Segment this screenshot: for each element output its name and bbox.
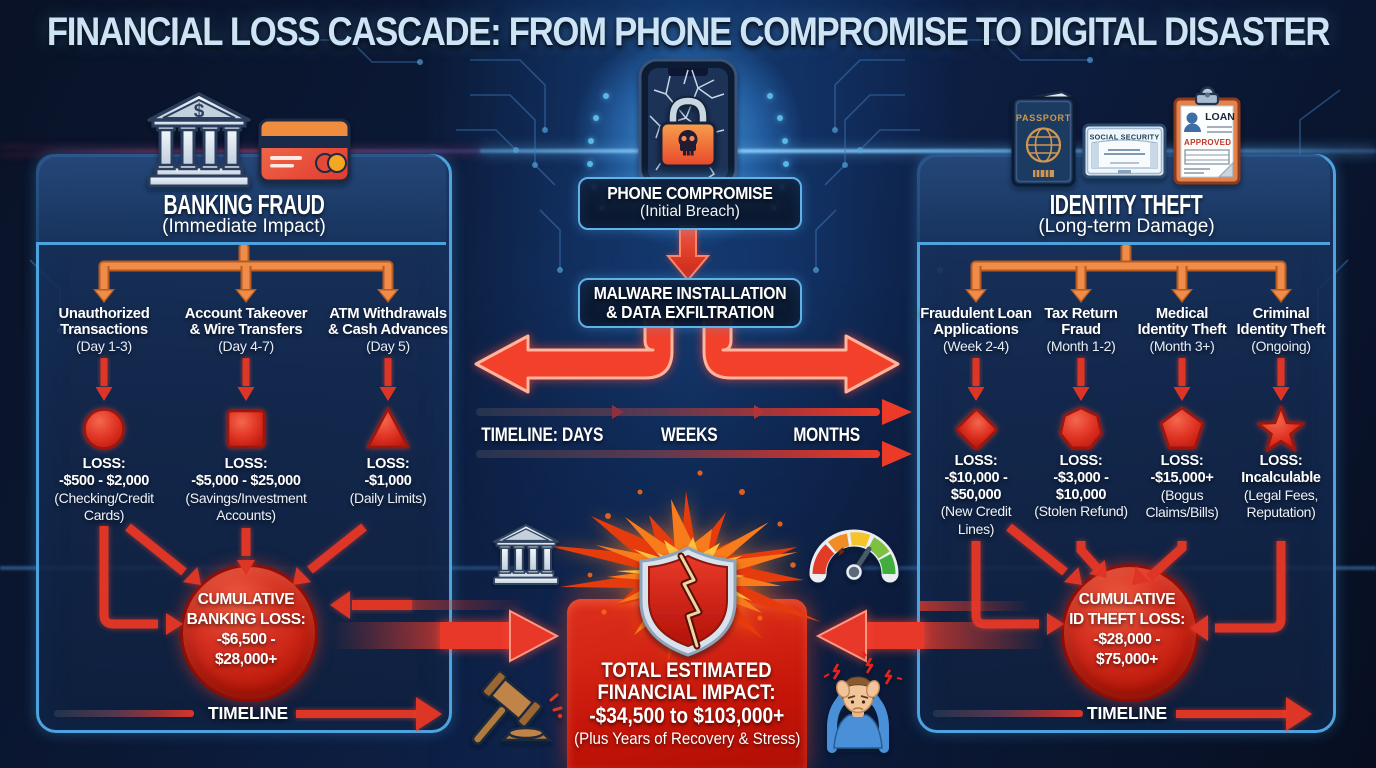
svg-text:LOAN: LOAN xyxy=(1205,111,1235,123)
svg-text:APPROVED: APPROVED xyxy=(1184,138,1231,147)
svg-text:SOCIAL SECURITY: SOCIAL SECURITY xyxy=(1090,133,1160,142)
svg-text:PASSPORT: PASSPORT xyxy=(1016,113,1071,123)
svg-text:$: $ xyxy=(194,101,205,122)
